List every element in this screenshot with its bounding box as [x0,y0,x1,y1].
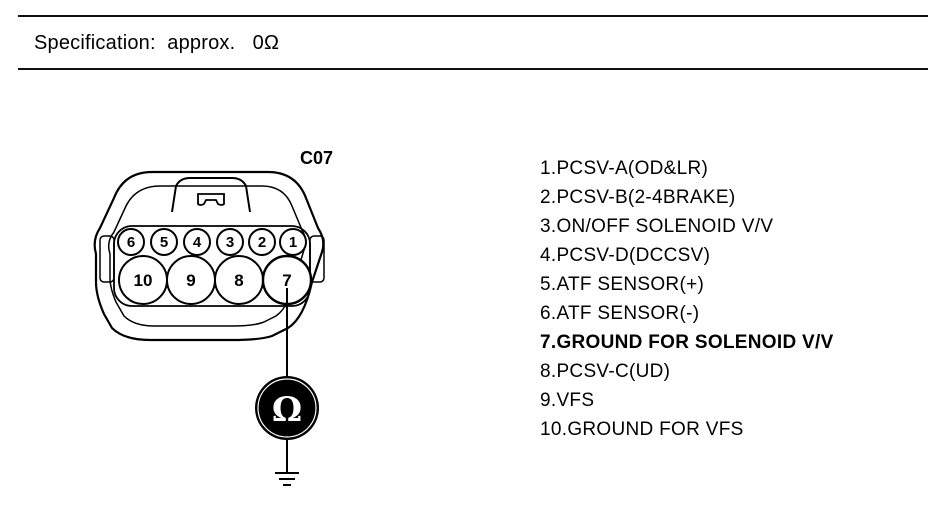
left-side-tab [99,235,115,283]
pin-7-label: 7 [282,271,291,290]
pin-list-item-10: 10.GROUND FOR VFS [540,419,744,440]
ohm-symbol: Ω [272,390,302,430]
pin-list-item-5: 5.ATF SENSOR(+) [540,274,705,295]
pin-6 [117,228,145,256]
pin-list-item-4: 4.PCSV-D(DCCSV) [540,245,711,266]
pin-4 [183,228,211,256]
specification-line: Specification: approx. 0Ω [34,32,279,55]
spec-label: Specification: [34,32,156,54]
latch-window [197,193,225,206]
right-side-tab [309,235,325,283]
bottom-rule [18,68,928,70]
pin-3 [216,228,244,256]
pin-1 [279,228,307,256]
pin-8-label: 8 [234,271,243,290]
top-pin-row: 6 5 4 3 2 1 [117,228,307,256]
pin-3-label: 3 [226,234,234,251]
pin-list-item-2: 2.PCSV-B(2-4BRAKE) [540,187,736,208]
pin-list-item-3: 3.ON/OFF SOLENOID V/V [540,216,774,237]
pin-1-label: 1 [289,234,297,251]
ground-symbol-icon [275,472,299,486]
spec-value: 0Ω [252,32,280,54]
pin-2-label: 2 [258,234,266,251]
pin-list-item-8: 8.PCSV-C(UD) [540,361,671,382]
pin-6-label: 6 [127,234,135,251]
pin-5-label: 5 [160,234,168,251]
bottom-pin-row: 10 9 8 7 [118,254,313,306]
connector-latch [171,177,251,213]
pin-5 [150,228,178,256]
pin-4-label: 4 [193,234,202,251]
pin-list-item-7: 7.GROUND FOR SOLENOID V/V [540,332,834,353]
ohmmeter-icon: Ω [255,376,319,440]
pin-9-label: 9 [186,271,195,290]
top-rule [18,15,928,17]
pin-list-item-6: 6.ATF SENSOR(-) [540,303,700,324]
pin-function-list: 1.PCSV-A(OD&LR) 2.PCSV-B(2-4BRAKE) 3.ON/… [540,154,834,444]
spec-qualifier: approx. [167,32,236,54]
pin-list-item-1: 1.PCSV-A(OD&LR) [540,158,709,179]
pin-2 [248,228,276,256]
pin-list-item-9: 9.VFS [540,390,595,411]
pin-10-label: 10 [134,271,153,290]
connector-id-label: C07 [300,148,334,168]
